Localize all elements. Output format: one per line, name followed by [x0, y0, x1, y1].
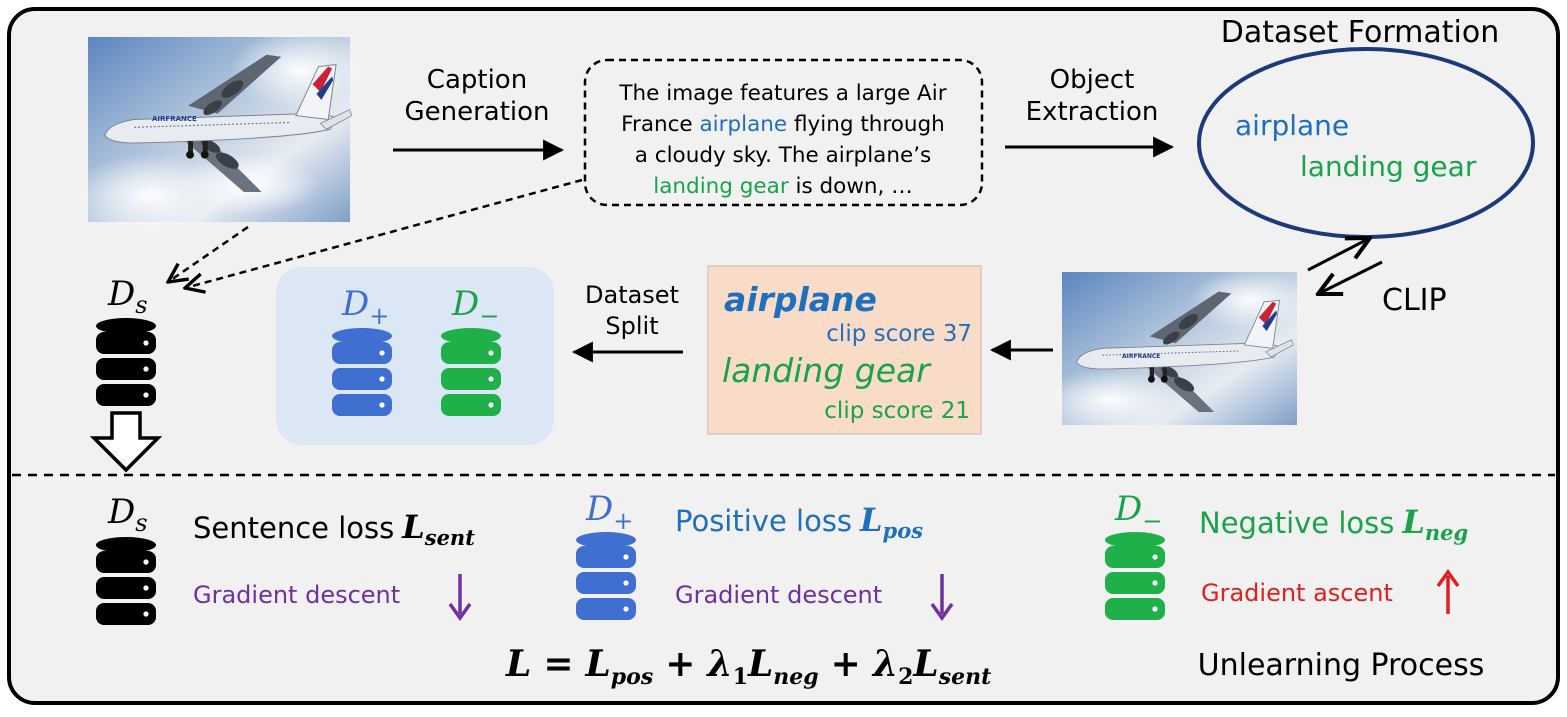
dminus-database-icon-bottom — [1105, 532, 1165, 620]
object-step-line1: Object — [1050, 65, 1135, 95]
object-landing-gear: landing gear — [1300, 150, 1477, 183]
caption-step-line1: Caption — [427, 65, 527, 95]
score-value-landing-gear: clip score 21 — [824, 398, 970, 424]
sentence-gradient-label: Gradient descent — [193, 581, 400, 609]
loss-formula: L=Lpos+λ1Lneg+λ2Lsent — [505, 643, 991, 690]
arrow-caption-to-ds — [185, 178, 583, 288]
dataset-formation-title: Dataset Formation — [1221, 15, 1499, 50]
clip-label: CLIP — [1382, 283, 1447, 318]
dminus-label-top: D− — [451, 284, 499, 330]
dplus-label-bottom: D+ — [585, 489, 633, 535]
caption-airplane-highlight: airplane — [700, 112, 788, 137]
score-object-airplane: airplane — [724, 280, 877, 319]
caption-line-4: landing gear is down, … — [653, 174, 912, 199]
plane-livery-1: AIRFRANCE — [152, 115, 197, 123]
ds-label-top: Ds — [107, 274, 148, 319]
ds-label-bottom: Ds — [107, 492, 148, 537]
dplus-label-top: D+ — [341, 284, 389, 330]
positive-down-arrowhead — [930, 602, 954, 622]
airplane-photo-2: AIRFRANCE — [1040, 270, 1310, 430]
ds-database-icon-bottom — [96, 537, 156, 625]
dplus-database-icon-bottom — [576, 532, 636, 620]
sentence-down-arrowhead — [448, 602, 472, 622]
split-step-line1: Dataset — [585, 281, 679, 309]
caption-line-3: a cloudy sky. The airplane’s — [635, 143, 932, 168]
hollow-down-arrow — [89, 411, 163, 473]
dminus-label-bottom: D− — [1114, 489, 1162, 535]
plane-livery-2: AIRFRANCE — [1122, 353, 1160, 360]
caption-step-line2: Generation — [404, 97, 549, 127]
split-step-line2: Split — [605, 312, 658, 340]
negative-gradient-label: Gradient ascent — [1201, 579, 1393, 607]
score-object-landing-gear: landing gear — [722, 351, 932, 390]
objects-ellipse — [1197, 47, 1535, 239]
unlearning-process-title: Unlearning Process — [1198, 648, 1485, 683]
negative-up-arrowhead — [1436, 568, 1460, 588]
split-panel — [276, 267, 554, 445]
arrow-image-to-ds — [168, 225, 249, 282]
caption-line-1: The image features a large Air — [618, 81, 946, 106]
caption-line-2: France airplane flying through — [621, 112, 945, 137]
score-value-airplane: clip score 37 — [826, 321, 972, 347]
clip-score-box — [707, 265, 982, 435]
object-airplane: airplane — [1235, 109, 1349, 142]
arrow-clip-up — [1307, 238, 1370, 272]
object-step-line2: Extraction — [1026, 97, 1159, 127]
caption-landing-gear-highlight: landing gear — [653, 174, 789, 199]
dminus-database-icon-top — [441, 328, 501, 416]
positive-gradient-label: Gradient descent — [675, 581, 882, 609]
ds-database-icon-top — [96, 318, 156, 406]
airplane-photo-1: AIRFRANCE — [70, 30, 370, 235]
dplus-database-icon-top — [332, 328, 392, 416]
arrow-clip-down — [1318, 260, 1383, 294]
caption-box — [583, 58, 984, 207]
